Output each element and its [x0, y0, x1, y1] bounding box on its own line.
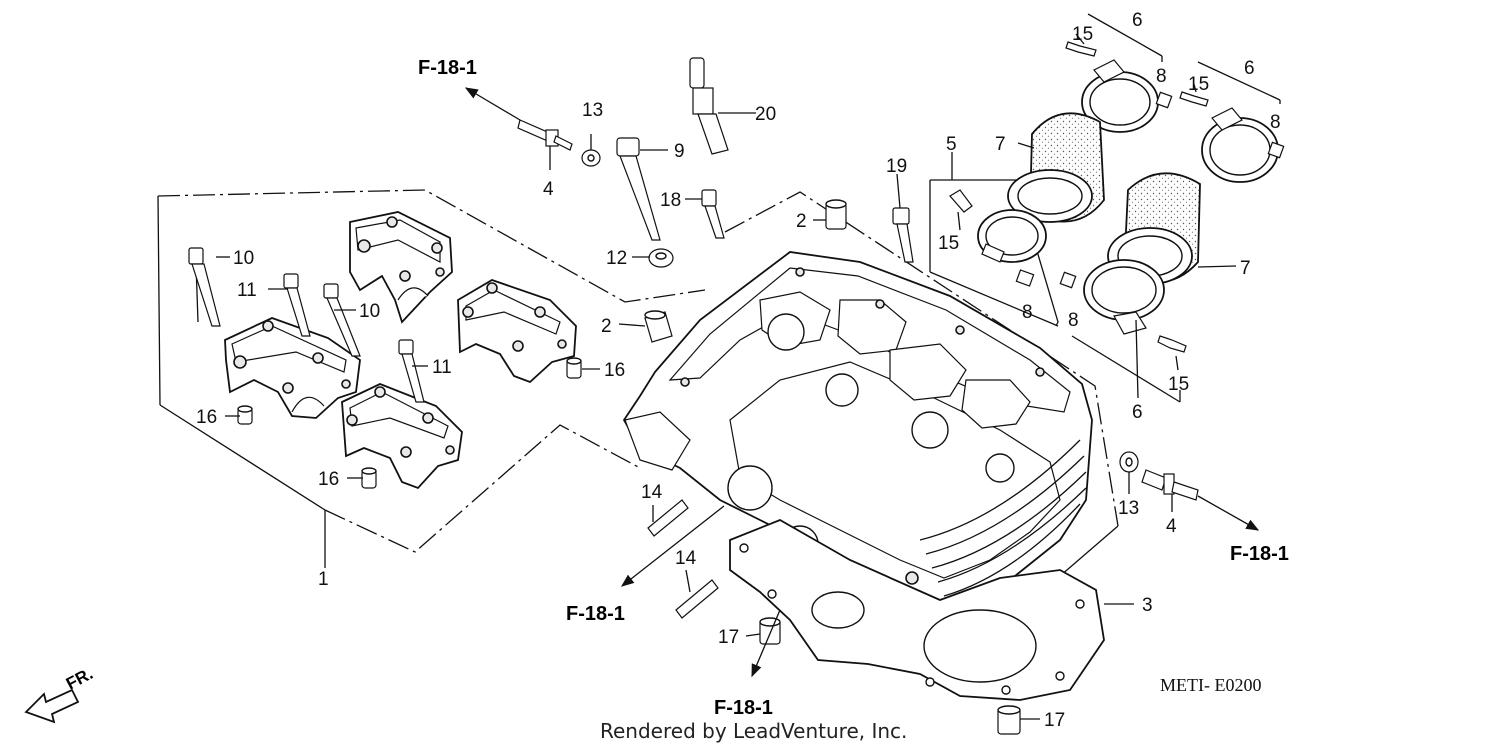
part-number: 16: [318, 469, 339, 490]
part-number: 16: [196, 407, 217, 428]
cylinder-head-outline: [724, 191, 1119, 577]
part-number: 17: [1044, 710, 1065, 731]
part-number: 6: [1244, 58, 1255, 79]
front-direction-label: FR.: [63, 664, 96, 694]
part-number: 5: [946, 134, 957, 155]
part-number: 13: [582, 100, 603, 121]
part-number: 10: [359, 301, 380, 322]
intake-clamps-and-insulators: [949, 41, 1285, 353]
cylinder-head: [622, 251, 1093, 605]
reference-labels: F-18-1 F-18-1 F-18-1 F-18-1: [418, 57, 1289, 719]
part-number: 3: [1142, 595, 1153, 616]
reference-label: F-18-1: [566, 603, 625, 625]
part-number: 8: [1270, 112, 1281, 133]
part-number: 10: [233, 248, 254, 269]
part-number: 15: [1168, 374, 1189, 395]
reference-label: F-18-1: [714, 697, 773, 719]
camshaft-holder-group-outline: [157, 189, 706, 568]
part-number: 15: [1072, 24, 1093, 45]
part-number: 9: [674, 141, 685, 162]
reference-arrows: [464, 87, 1260, 678]
part-number: 12: [606, 248, 627, 269]
part-number: 15: [938, 233, 959, 254]
part-number: 14: [675, 548, 697, 569]
diagram-code: METI- E0200: [1160, 675, 1261, 695]
part-number: 1: [318, 569, 329, 590]
credit-text: Rendered by LeadVenture, Inc.: [600, 719, 907, 743]
reference-label: F-18-1: [418, 57, 477, 79]
part-number: 13: [1118, 498, 1139, 519]
leader-lines: [216, 33, 1237, 720]
part-number: 20: [755, 104, 776, 125]
part-number: 7: [1240, 258, 1251, 279]
holder-bolts: [188, 247, 425, 403]
reference-label: F-18-1: [1230, 543, 1289, 565]
right-side-fasteners: [1119, 451, 1199, 501]
top-fasteners: [517, 57, 914, 343]
part-number: 6: [1132, 402, 1143, 423]
part-number: 17: [718, 627, 739, 648]
part-number: 8: [1068, 310, 1079, 331]
part-number: 6: [1132, 10, 1143, 31]
part-number: 4: [543, 179, 554, 200]
part-number: 11: [432, 357, 452, 378]
dowel-pins: [237, 357, 582, 489]
part-number: 7: [995, 134, 1006, 155]
part-number: 15: [1188, 74, 1209, 95]
part-number: 14: [641, 482, 663, 503]
head-gasket: [729, 519, 1105, 701]
part-number: 18: [660, 190, 681, 211]
part-number: 19: [886, 156, 907, 177]
part-number: 8: [1156, 66, 1167, 87]
part-number: 16: [604, 360, 625, 381]
camshaft-holder: [224, 317, 361, 419]
part-number: 8: [1022, 302, 1033, 323]
part-number: 4: [1166, 516, 1177, 537]
part-number-callouts: 1 2 2 3 4 4 5 6 6 6 7 7 8 8 8 8 9 10 10 …: [196, 10, 1281, 731]
front-direction-arrow: FR.: [24, 664, 96, 724]
part-number: 11: [237, 280, 257, 301]
camshaft-holder: [349, 211, 453, 324]
camshaft-holder: [457, 279, 577, 384]
part-number: 2: [796, 211, 807, 232]
part-number: 2: [601, 316, 612, 337]
camshaft-holder: [341, 383, 463, 490]
